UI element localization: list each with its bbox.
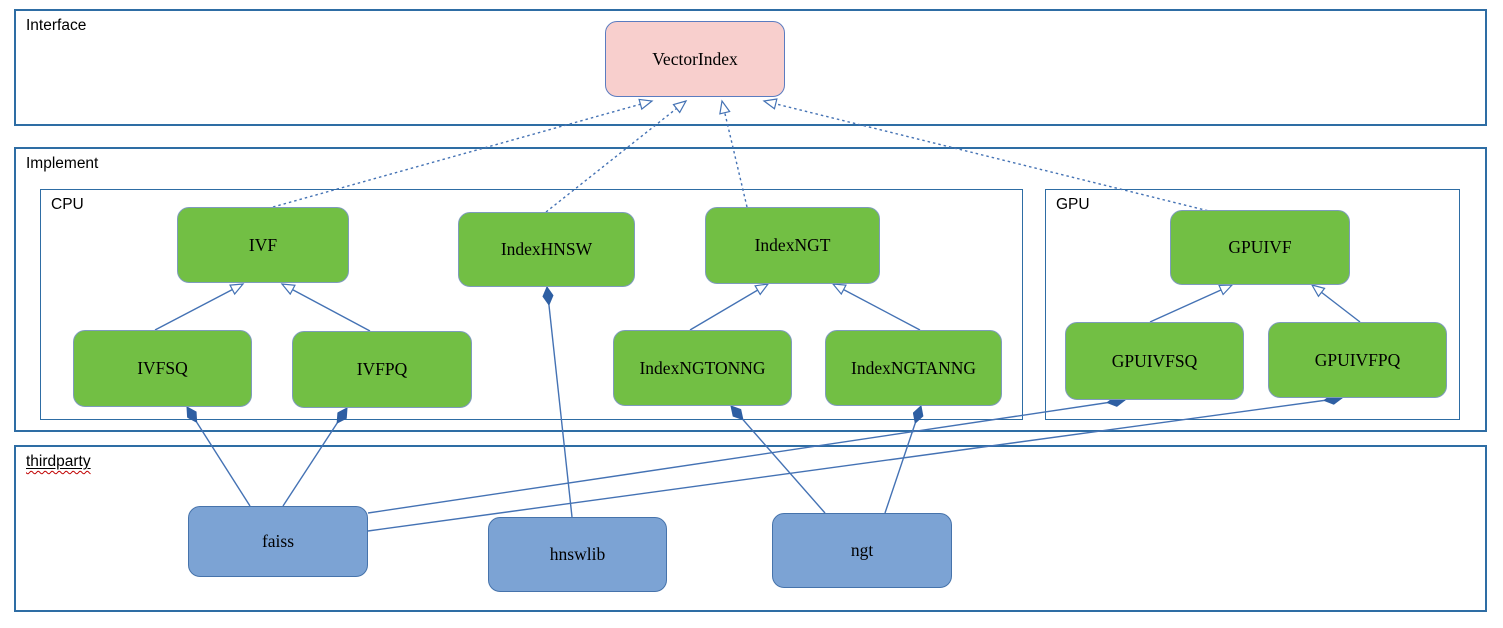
edge-ivfpq-ivf	[280, 283, 371, 332]
edge-indexngt-vectorindex	[719, 99, 748, 208]
node-ngt: ngt	[772, 513, 952, 588]
container-interface-label: Interface	[26, 17, 87, 34]
edge-indexngtanng-indexngt	[831, 283, 921, 331]
edge-gpuivfpq-gpuivf	[1310, 284, 1361, 323]
node-hnswlib-label: hnswlib	[549, 544, 606, 564]
node-indexhnsw-label: IndexHNSW	[500, 239, 593, 259]
node-ivf: IVF	[177, 207, 349, 283]
container-cpu: CPU	[40, 189, 1023, 420]
edge-indexhnsw-vectorindex	[545, 100, 688, 213]
node-indexngtanng: IndexNGTANNG	[825, 330, 1002, 406]
edge-faiss-gpuivfsq	[367, 400, 1125, 514]
node-indexngtonng: IndexNGTONNG	[613, 330, 792, 406]
node-gpuivfpq-label: GPUIVFPQ	[1314, 349, 1401, 370]
container-interface: Interface	[14, 9, 1487, 126]
container-gpu: GPU	[1045, 189, 1460, 420]
node-vectorindex: VectorIndex	[605, 21, 785, 97]
node-gpuivfsq-label: GPUIVFSQ	[1111, 350, 1198, 371]
node-ivfsq-label: IVFSQ	[137, 358, 188, 378]
node-ivfpq: IVFPQ	[292, 331, 472, 408]
node-gpuivfsq: GPUIVFSQ	[1065, 322, 1244, 400]
node-indexngt: IndexNGT	[705, 207, 880, 284]
edge-indexngtonng-indexngt	[689, 283, 770, 331]
container-thirdparty-label: thirdparty	[26, 453, 91, 471]
container-thirdparty-label-text: thirdparty	[26, 453, 91, 470]
edge-ivf-vectorindex	[272, 98, 654, 208]
container-implement-label: Implement	[26, 155, 99, 172]
container-thirdparty: thirdparty	[14, 445, 1487, 612]
node-indexhnsw: IndexHNSW	[458, 212, 635, 287]
node-indexngtonng-label: IndexNGTONNG	[639, 357, 766, 378]
node-gpuivfpq: GPUIVFPQ	[1268, 322, 1447, 398]
node-gpuivf: GPUIVF	[1170, 210, 1350, 285]
container-cpu-label: CPU	[51, 196, 84, 213]
node-hnswlib: hnswlib	[488, 517, 667, 592]
node-faiss: faiss	[188, 506, 368, 577]
edge-faiss-ivfpq	[282, 408, 348, 507]
node-ngt-label: ngt	[850, 540, 874, 560]
node-indexngtanng-label: IndexNGTANNG	[851, 357, 976, 378]
node-vectorindex-label: VectorIndex	[652, 48, 738, 69]
edge-ngt-indexngtanng	[884, 406, 921, 514]
container-implement: Implement	[14, 147, 1487, 432]
node-gpuivf-label: GPUIVF	[1228, 237, 1292, 257]
edge-faiss-ivfsq	[186, 407, 251, 507]
edge-ivfsq-ivf	[154, 283, 245, 331]
edge-ngt-indexngtonng	[731, 406, 826, 514]
edge-gpuivfsq-gpuivf	[1149, 284, 1234, 323]
edge-hnswlib-indexhnsw	[547, 287, 573, 518]
node-faiss-label: faiss	[261, 531, 295, 551]
node-indexngt-label: IndexNGT	[754, 235, 831, 255]
container-gpu-label: GPU	[1056, 196, 1090, 213]
node-ivf-label: IVF	[248, 234, 278, 255]
node-ivfpq-label: IVFPQ	[356, 359, 408, 379]
edge-gpuivf-vectorindex	[762, 98, 1214, 213]
node-ivfsq: IVFSQ	[73, 330, 252, 407]
edge-faiss-gpuivfpq	[367, 398, 1342, 532]
